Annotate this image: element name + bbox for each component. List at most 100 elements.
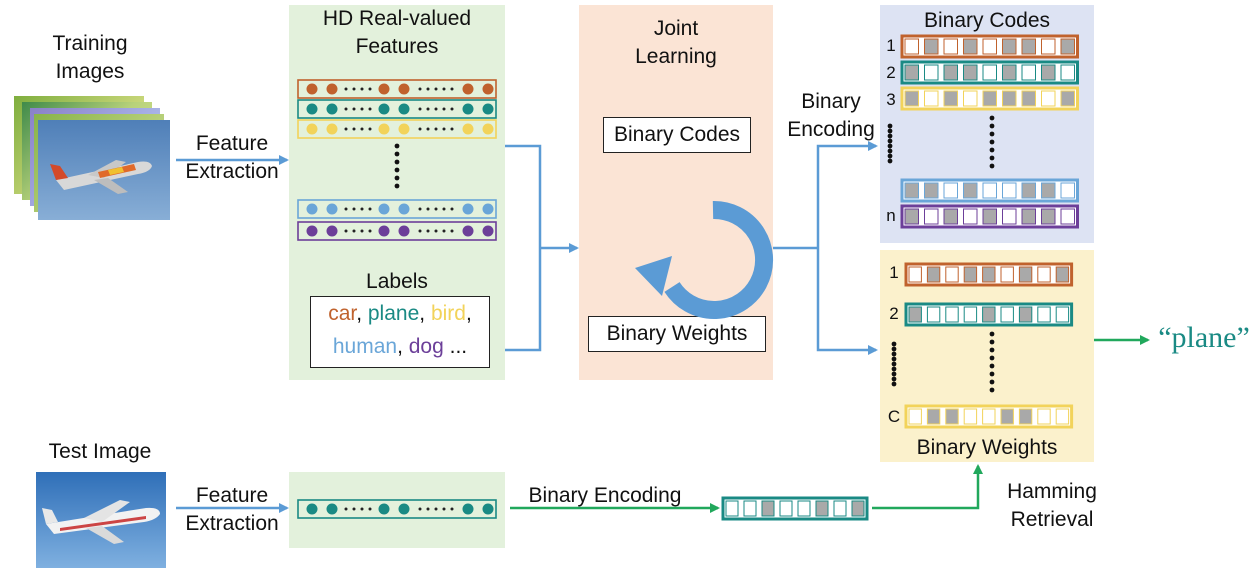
feature-dot <box>462 203 474 215</box>
code-cell <box>926 408 941 425</box>
code-cell <box>1018 266 1033 283</box>
codes-vertical-ellipsis <box>989 115 995 121</box>
feature-dot <box>378 83 390 95</box>
code-cell <box>982 90 997 107</box>
codes-vertical-ellipsis <box>989 163 995 169</box>
code-cell <box>982 266 996 283</box>
ellipsis-dot <box>450 207 454 211</box>
codes-left-ellipsis <box>887 143 893 149</box>
ellipsis-dot <box>434 107 438 111</box>
label-word: car <box>328 302 357 325</box>
feature-dot <box>378 225 390 237</box>
vertical-ellipsis <box>394 159 400 165</box>
training-image-stack <box>14 96 174 226</box>
code-cell <box>982 208 997 225</box>
code-cell <box>851 500 865 517</box>
code-cell <box>1060 38 1075 55</box>
code-cell <box>761 500 775 517</box>
code-cell <box>963 208 978 225</box>
feature-row-yellow <box>297 119 497 139</box>
code-cell <box>1002 182 1017 199</box>
code-cell <box>963 408 978 425</box>
code-cell <box>982 408 996 425</box>
feature-dot <box>482 203 494 215</box>
code-cell <box>924 38 939 55</box>
code-cell <box>779 500 793 517</box>
weight-row-label-1: 1 <box>889 263 899 282</box>
ellipsis-dot <box>360 107 364 111</box>
ellipsis-dot <box>418 87 422 91</box>
weights-left-ellipsis <box>891 371 897 377</box>
code-cell <box>1018 408 1033 425</box>
code-cell <box>1060 64 1075 81</box>
code-cell <box>1002 208 1017 225</box>
ellipsis-dot <box>360 207 364 211</box>
joint-learning-title: Joint Learning <box>635 17 717 69</box>
code-cell <box>943 208 958 225</box>
code-row-label-1: 1 <box>886 36 896 55</box>
ellipsis-dot <box>442 507 446 511</box>
weights-vertical-ellipsis <box>989 331 995 337</box>
code-cell <box>982 38 997 55</box>
weights-left-ellipsis <box>891 346 897 352</box>
binary-weights-title: Binary Weights <box>916 436 1058 459</box>
arrow-features-to-joint <box>505 144 542 248</box>
ellipsis-dot <box>368 229 372 233</box>
code-cell <box>945 408 959 425</box>
ellipsis-dot <box>352 87 356 91</box>
ellipsis-dot <box>442 87 446 91</box>
feature-dot <box>398 83 410 95</box>
feature-dot <box>306 203 318 215</box>
code-cell <box>1037 408 1051 425</box>
ellipsis-dot <box>426 107 430 111</box>
vertical-ellipsis <box>394 167 400 173</box>
code-cell <box>943 64 958 81</box>
codes-vertical-ellipsis <box>989 147 995 153</box>
code-cell <box>982 182 997 199</box>
ellipsis-dot <box>434 207 438 211</box>
arrow-labels-to-joint <box>505 248 542 352</box>
weights-vertical-ellipsis <box>989 379 995 385</box>
codes-vertical-ellipsis <box>989 131 995 137</box>
code-cell <box>945 306 959 323</box>
feature-dot <box>398 123 410 135</box>
ellipsis-dot <box>352 127 356 131</box>
ellipsis-dot <box>418 107 422 111</box>
feature-dot <box>482 83 494 95</box>
labels-box: car, plane, bird, human, dog ... <box>310 296 490 368</box>
ellipsis-dot <box>368 87 372 91</box>
label-word: bird <box>430 302 466 325</box>
code-cell <box>982 64 997 81</box>
ellipsis-dot <box>360 87 364 91</box>
code-cell <box>904 38 919 55</box>
feature-dot <box>326 103 338 115</box>
labels-title: Labels <box>366 270 428 293</box>
labels-line-1: car, plane, bird, <box>311 297 489 330</box>
code-cell <box>1018 306 1033 323</box>
ellipsis-dot <box>368 507 372 511</box>
code-cell <box>945 266 959 283</box>
code-cell <box>1055 408 1070 425</box>
code-cell <box>815 500 829 517</box>
codes-left-ellipsis <box>887 128 893 134</box>
binary-encoding-label: Binary Encoding <box>787 90 875 142</box>
weights-left-ellipsis <box>891 341 897 347</box>
ellipsis-dot <box>418 127 422 131</box>
code-cell <box>926 266 941 283</box>
code-cell <box>963 266 978 283</box>
ellipsis-dot <box>344 207 348 211</box>
code-cell <box>1041 208 1056 225</box>
code-cell <box>1021 90 1036 107</box>
weights-left-ellipsis <box>891 351 897 357</box>
ellipsis-dot <box>418 229 422 233</box>
arrow-to-codes <box>816 141 878 248</box>
ellipsis-dot <box>426 207 430 211</box>
ellipsis-dot <box>368 107 372 111</box>
ellipsis-dot <box>426 127 430 131</box>
code-cell <box>1002 64 1017 81</box>
codes-vertical-ellipsis <box>989 123 995 129</box>
feature-dot <box>482 503 494 515</box>
feature-row-teal <box>297 99 497 119</box>
ellipsis-dot <box>442 229 446 233</box>
code-cell <box>904 90 919 107</box>
